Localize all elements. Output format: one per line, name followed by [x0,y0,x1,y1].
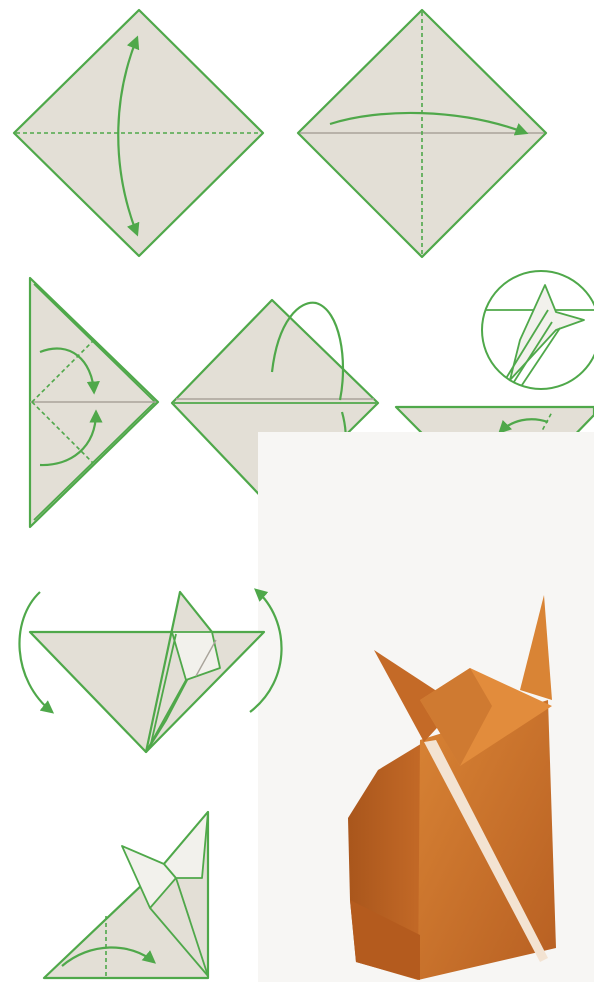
turn-over-arrow-icon [19,592,52,712]
step-6 [19,590,281,752]
folded-flap-shape [164,812,208,878]
step-3 [30,278,158,527]
finished-model-photo [258,432,594,982]
step-1 [14,10,263,256]
triangle-paper-shape [30,632,264,752]
zoom-detail-circle [480,271,594,389]
step-2 [298,10,546,257]
triangle-paper-shape [44,812,208,978]
step-7 [44,812,208,978]
